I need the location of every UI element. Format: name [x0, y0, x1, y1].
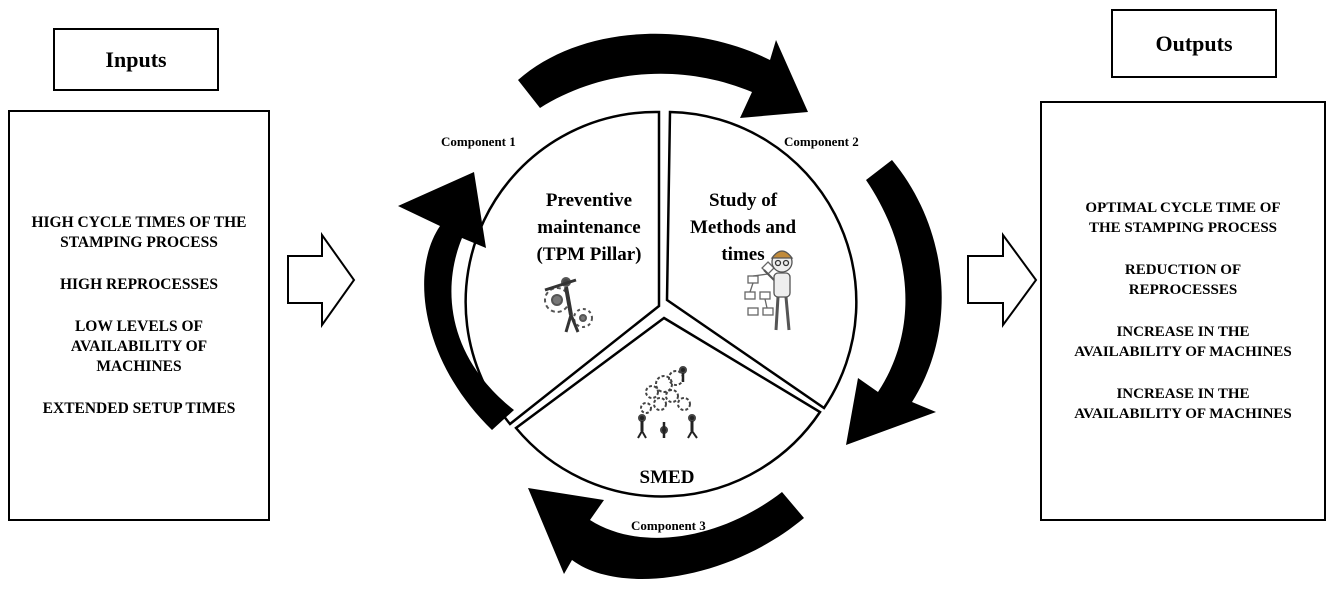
inputs-title: Inputs	[105, 46, 167, 72]
input-flow-arrow	[287, 231, 356, 329]
component-label-2: Component 2	[784, 134, 859, 149]
cycle-arrow-right	[846, 160, 942, 445]
input-item: EXTENDED SETUP TIMES	[42, 399, 236, 417]
output-item: REDUCTION OF REPROCESSES	[1124, 262, 1242, 298]
cycle-arrow-top	[518, 33, 808, 119]
input-item: HIGH CYCLE TIMES OF THE STAMPING PROCESS	[31, 213, 247, 251]
segment-text-line: (TPM Pillar)	[537, 244, 642, 265]
segment-text-methods-times: Study of Methods and times	[690, 190, 797, 265]
input-item: LOW LEVELS OF AVAILABILITY OF MACHINES	[70, 317, 208, 375]
output-item: INCREASE IN THE AVAILABILITY OF MACHINES	[1074, 324, 1292, 360]
gears-tool-person-icon	[544, 277, 593, 333]
segment-methods-times	[665, 110, 858, 410]
cycle-arrows	[398, 33, 942, 579]
input-item: HIGH REPROCESSES	[59, 275, 219, 293]
cycle-arrow-bottom	[528, 488, 804, 579]
outputs-title-box: Outputs	[1111, 9, 1277, 78]
outputs-list-box: OPTIMAL CYCLE TIME OF THE STAMPING PROCE…	[1040, 101, 1326, 521]
segment-text-preventive-maintenance: Preventive maintenance (TPM Pillar)	[537, 190, 642, 265]
output-item: OPTIMAL CYCLE TIME OF THE STAMPING PROCE…	[1085, 200, 1281, 236]
component-label-1: Component 1	[441, 134, 516, 149]
segment-text-line: Preventive	[546, 190, 632, 211]
segment-text-line: Study of	[709, 190, 778, 211]
teamwork-gears-icon	[637, 366, 698, 439]
engineer-flowchart-icon	[744, 250, 794, 331]
segment-smed	[514, 316, 822, 498]
segment-text-line: maintenance	[537, 217, 640, 238]
segment-text-smed: SMED	[640, 467, 695, 488]
cycle-arrow-left	[398, 172, 514, 430]
output-item: INCREASE IN THE AVAILABILITY OF MACHINES	[1074, 386, 1292, 422]
segment-text-line: times	[721, 244, 764, 265]
inputs-list-box: HIGH CYCLE TIMES OF THE STAMPING PROCESS…	[8, 110, 270, 521]
component-label-3: Component 3	[631, 518, 706, 533]
output-flow-arrow	[967, 231, 1038, 329]
inputs-title-box: Inputs	[53, 28, 219, 91]
outputs-title: Outputs	[1155, 30, 1233, 56]
segment-text-line: Methods and	[690, 217, 797, 238]
